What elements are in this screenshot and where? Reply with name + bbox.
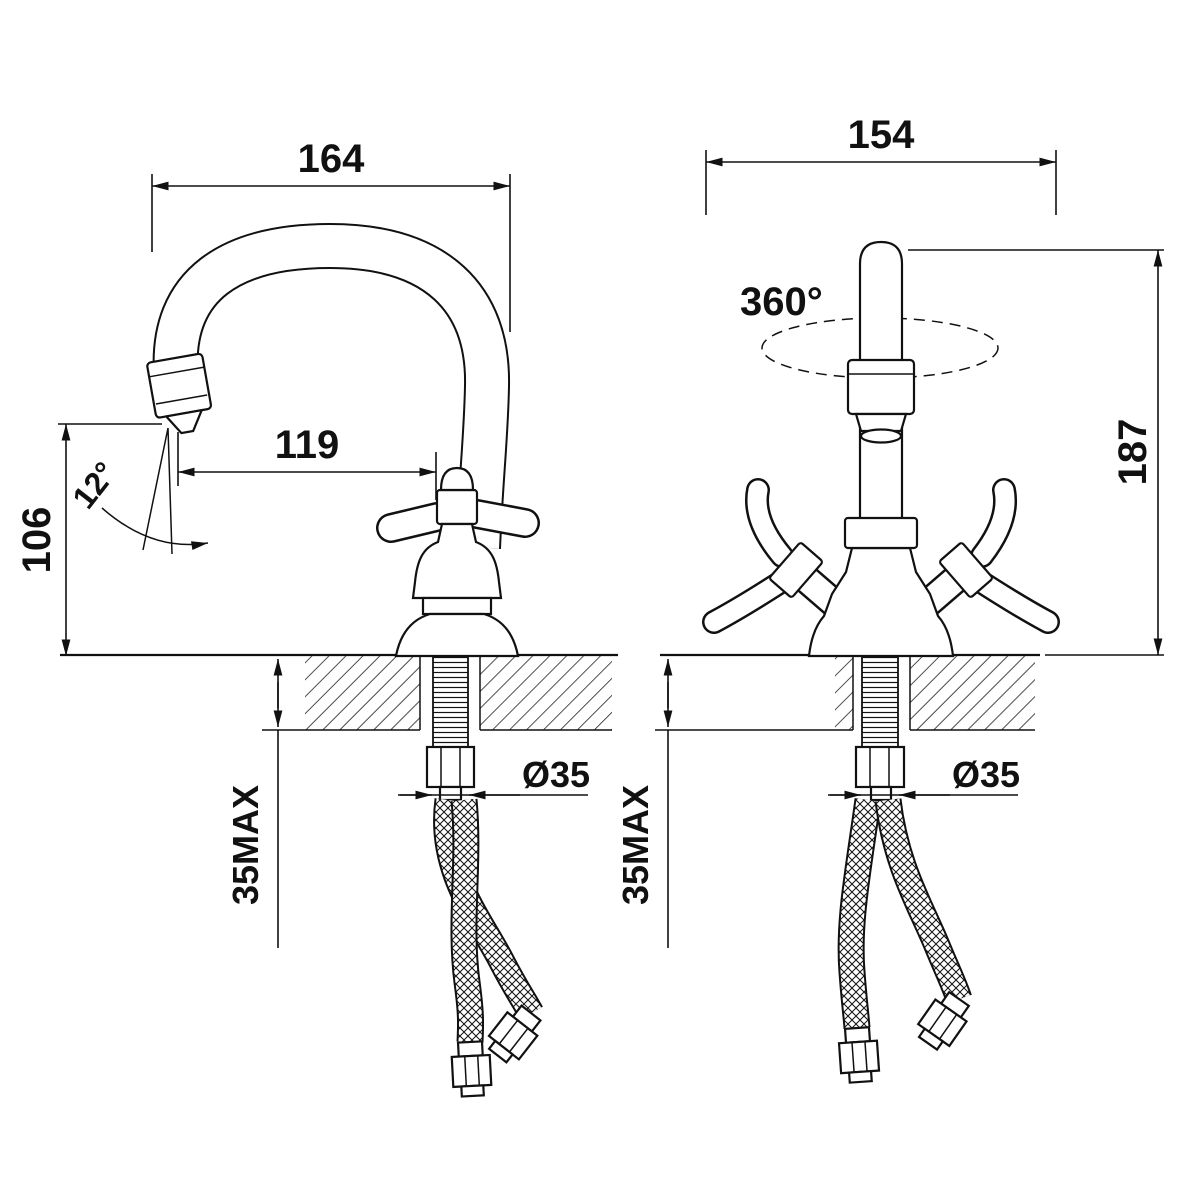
spout-front — [846, 240, 916, 532]
braided-hose — [452, 798, 483, 1043]
bonnet — [411, 522, 503, 600]
aerator-front — [846, 358, 916, 416]
body-collar — [843, 516, 919, 550]
dim-label-187: 187 — [1111, 419, 1155, 486]
deck-hatch — [910, 656, 1035, 730]
dim-deck-thickness-right: 35MAX — [615, 659, 673, 948]
handle-and-body-side — [376, 466, 540, 658]
deck-hatch — [835, 656, 853, 730]
collar — [421, 596, 493, 616]
supply-hoses-right — [837, 798, 972, 1084]
mounting-shank-left — [425, 654, 476, 802]
dim-spout-reach: 119 — [177, 423, 437, 500]
dim-label-12deg: 12° — [65, 455, 123, 515]
aerator-side — [146, 352, 213, 435]
dim-deck-thickness-left: 35MAX — [225, 659, 283, 948]
dim-overall-width-side: 164 — [151, 137, 511, 332]
dim-label-119: 119 — [275, 423, 340, 467]
handle-hub-left — [769, 542, 823, 598]
lock-nut — [425, 745, 476, 789]
base-flange — [394, 612, 520, 658]
hose-nut — [916, 990, 971, 1052]
spout-side — [146, 222, 511, 549]
dim-label-106: 106 — [15, 507, 59, 574]
deck-edges — [262, 656, 612, 731]
hose-nut — [487, 1004, 543, 1064]
body-front — [702, 478, 1060, 658]
deck-edges — [655, 656, 1035, 731]
braided-hose — [435, 798, 542, 1019]
dim-label-154: 154 — [848, 113, 915, 157]
handle-hub-right — [939, 542, 993, 598]
side-view: 164 119 106 12° 35MAX — [15, 137, 618, 1098]
dim-spout-height: 106 — [15, 423, 162, 656]
dim-overall-width-front: 154 — [705, 113, 1057, 215]
threaded-stud — [861, 654, 899, 748]
lock-nut — [854, 745, 906, 789]
dim-hole-diameter-right: Ø35 — [828, 754, 1020, 800]
dim-spout-angle: 12° — [65, 427, 209, 555]
handle-cap — [439, 466, 475, 492]
deck-cross-section-left — [60, 653, 618, 731]
front-view: 154 187 360° 35MAX Ø35 — [615, 113, 1164, 1084]
outlet-opening — [859, 428, 903, 444]
hose-nut — [450, 1040, 493, 1098]
dim-overall-height: 187 — [908, 249, 1164, 656]
mounting-shank-right — [854, 654, 906, 802]
dim-label-dia35-right: Ø35 — [952, 754, 1020, 795]
dim-label-35max-left: 35MAX — [225, 785, 266, 905]
supply-hoses-left — [433, 798, 543, 1098]
deck-hatch — [480, 656, 612, 730]
handle-hub — [435, 488, 479, 526]
dim-label-35max-right: 35MAX — [615, 785, 656, 905]
braided-hose — [876, 798, 970, 1003]
dim-label-164: 164 — [298, 137, 365, 181]
dim-label-dia35-left: Ø35 — [522, 754, 590, 795]
deck-cross-section-right — [655, 653, 1040, 731]
deck-hatch — [305, 656, 420, 730]
threaded-stud — [432, 654, 469, 748]
braided-hose — [839, 798, 880, 1029]
dim-hole-diameter-left: Ø35 — [398, 754, 590, 800]
dim-label-360deg: 360° — [740, 280, 823, 324]
hose-nut — [837, 1025, 881, 1084]
mixer-body — [807, 546, 955, 658]
